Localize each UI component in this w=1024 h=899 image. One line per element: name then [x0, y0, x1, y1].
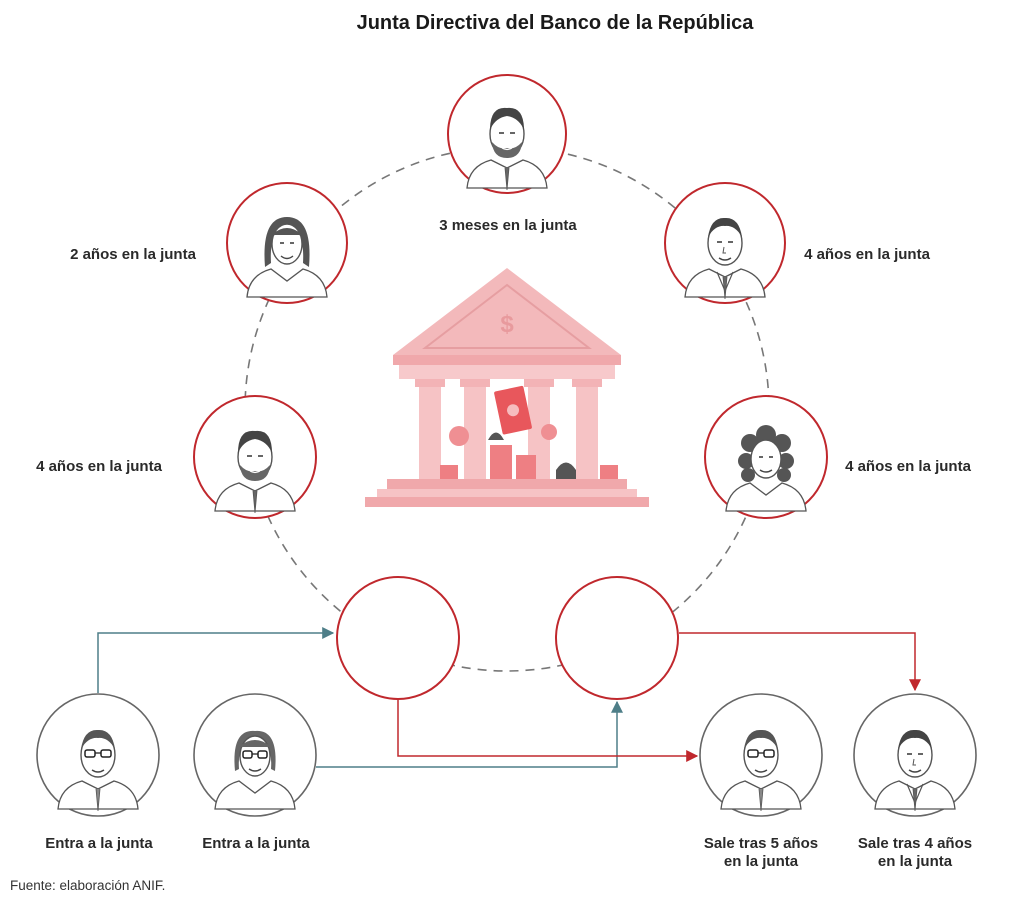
- entering-member-2-label: Entra a la junta: [202, 835, 310, 852]
- leaving-member-2-label-line1: Sale tras 4 años: [858, 835, 972, 852]
- source-note: Fuente: elaboración ANIF.: [10, 878, 165, 893]
- leaving-member-1-label-line2: en la junta: [724, 853, 799, 870]
- member-mid-right-portrait: [704, 395, 828, 519]
- member-top-label: 3 meses en la junta: [439, 217, 577, 234]
- diagram-title: Junta Directiva del Banco de la Repúblic…: [357, 12, 755, 34]
- leaving-member-1-portrait: [699, 693, 823, 817]
- leaving-member-2-portrait: [853, 693, 977, 817]
- leaving-member-1-label-line1: Sale tras 5 años: [704, 835, 818, 852]
- leaving-member-2-label-line2: en la junta: [878, 853, 953, 870]
- member-upper-right-portrait: [664, 182, 786, 304]
- entering-member-2-portrait: [193, 693, 317, 817]
- member-upper-left-label: 2 años en la junta: [70, 246, 197, 263]
- member-mid-left-portrait: [193, 395, 317, 519]
- entering-member-1-portrait: [36, 693, 160, 817]
- bank-building-icon: $: [365, 268, 649, 507]
- member-mid-left-label: 4 años en la junta: [36, 458, 163, 475]
- entry-arrow-1: [97, 627, 335, 693]
- entry-arrow-2: [316, 700, 623, 768]
- empty-seat-right: [555, 576, 679, 700]
- empty-seat-left: [336, 576, 460, 700]
- entering-member-1-label: Entra a la junta: [45, 835, 153, 852]
- member-upper-left-portrait: [226, 182, 348, 304]
- exit-arrow-1: [397, 700, 699, 762]
- member-upper-right-label: 4 años en la junta: [804, 246, 931, 263]
- member-mid-right-label: 4 años en la junta: [845, 458, 972, 475]
- member-top-portrait: [447, 74, 567, 194]
- svg-text:$: $: [500, 311, 514, 338]
- exit-arrow-2: [679, 632, 921, 692]
